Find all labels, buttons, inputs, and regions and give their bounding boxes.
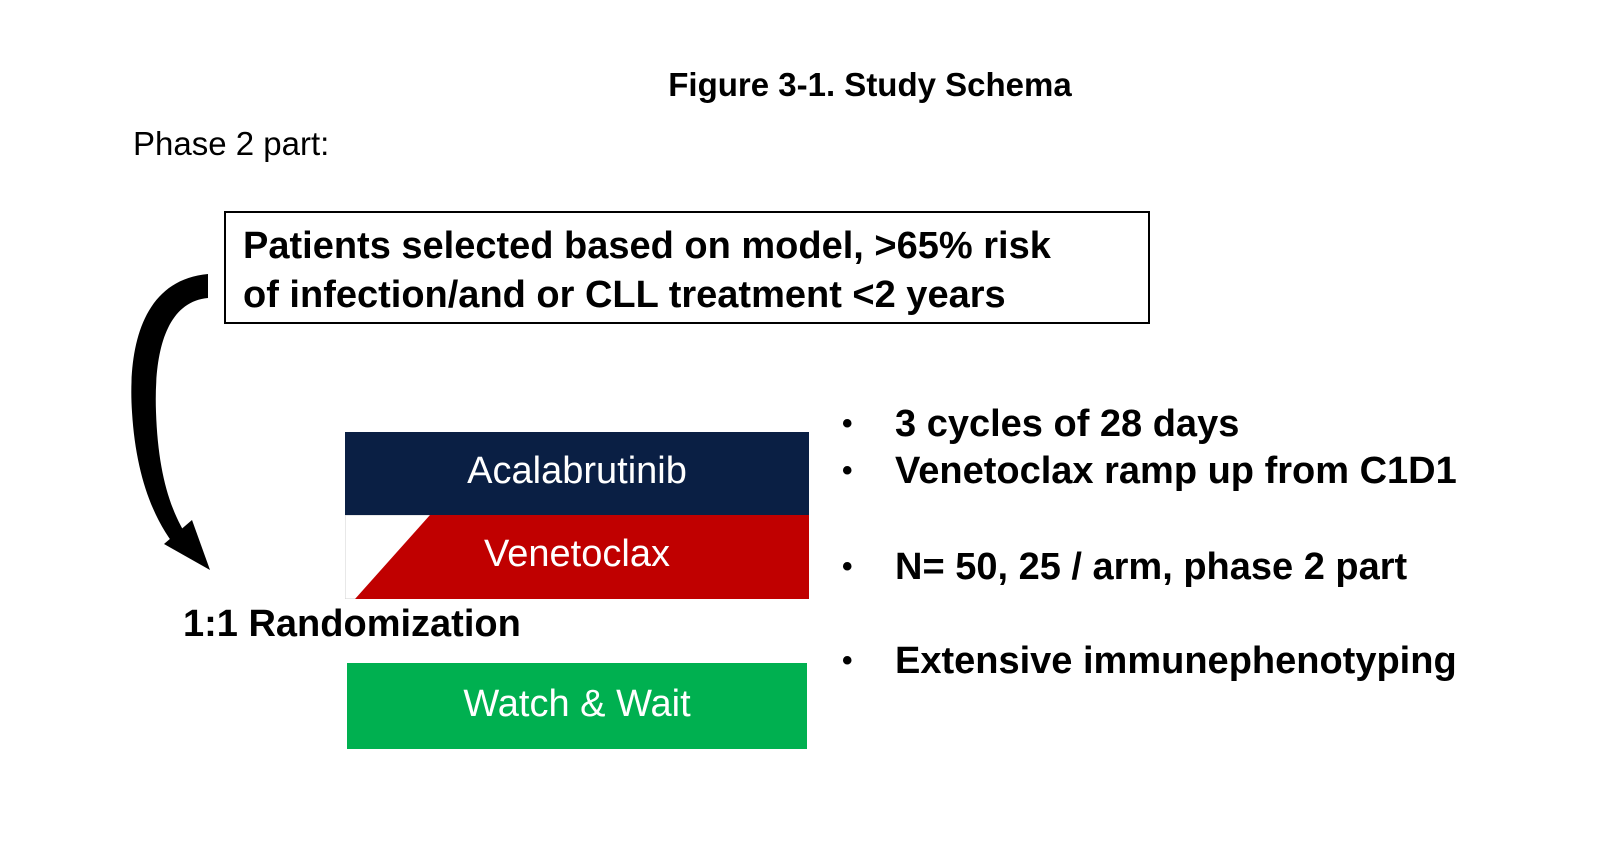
bullet-icon: • <box>842 550 853 583</box>
watch-and-wait-label: Watch & Wait <box>463 683 691 725</box>
randomization-label: 1:1 Randomization <box>183 603 521 645</box>
venetoclax-arm-shape <box>345 515 809 599</box>
selection-criteria-line-1: Patients selected based on model, >65% r… <box>243 225 1051 267</box>
bullet-icon: • <box>842 407 853 440</box>
bullet-icon: • <box>842 644 853 677</box>
venetoclax-arm-block: Venetoclax <box>345 515 809 599</box>
list-item-text: 3 cycles of 28 days <box>895 403 1240 445</box>
phase-label: Phase 2 part: <box>133 125 330 162</box>
list-item-text: N= 50, 25 / arm, phase 2 part <box>895 546 1408 588</box>
figure-title: Figure 3-1. Study Schema <box>668 66 1072 103</box>
list-item-text: Extensive immunephenotyping <box>895 640 1457 682</box>
patient-selection-box: Patients selected based on model, >65% r… <box>224 211 1150 324</box>
list-item-text: Venetoclax ramp up from C1D1 <box>895 450 1457 492</box>
watch-and-wait-arm-block: Watch & Wait <box>347 663 807 749</box>
curved-arrow-icon <box>131 274 210 570</box>
acalabrutinib-arm-block: Acalabrutinib <box>345 432 809 518</box>
acalabrutinib-label: Acalabrutinib <box>467 450 687 492</box>
selection-criteria-line-2: of infection/and or CLL treatment <2 yea… <box>243 274 1006 316</box>
bullet-icon: • <box>842 454 853 487</box>
venetoclax-label: Venetoclax <box>484 533 670 575</box>
